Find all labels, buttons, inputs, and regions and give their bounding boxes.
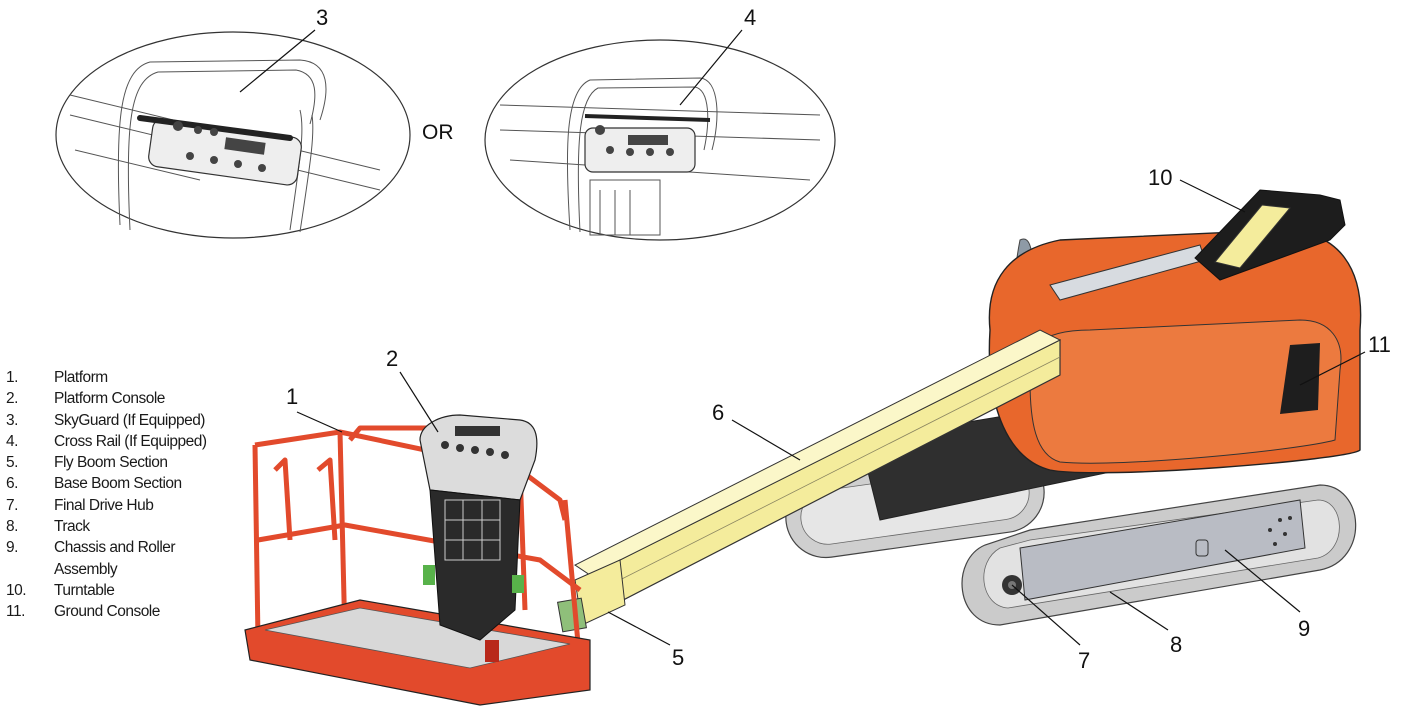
legend-item: 8. Track [6,516,224,537]
legend-item: 5. Fly Boom Section [6,452,224,473]
legend-number: 9. [6,539,18,557]
legend-number: 11. [6,603,25,621]
legend-item: 4. Cross Rail (If Equipped) [6,431,224,452]
legend-item: 7. Final Drive Hub [6,495,224,516]
callout-7: 7 [1078,648,1090,673]
legend-number: 7. [6,496,18,514]
callout-numbers: 1 2 3 4 5 6 7 8 9 10 11 [286,5,1391,673]
front-track [961,484,1357,626]
callout-10: 10 [1148,165,1172,190]
callout-1: 1 [286,384,298,409]
legend-text: Final Drive Hub [54,496,154,514]
legend-number: 5. [6,454,18,472]
legend-text: Base Boom Section [54,475,182,493]
legend-number: 6. [6,475,18,493]
legend-number: 1. [6,369,18,386]
fly-boom [556,559,626,633]
or-label: OR [422,121,454,144]
legend-item: 3. SkyGuard (If Equipped) [6,410,224,431]
legend-item: 10. Turntable [6,580,224,601]
legend-item: 1. Platform [6,367,224,388]
parts-legend: 1. Platform 2. Platform Console 3. SkyGuard… [6,367,224,623]
legend-text: Platform Console [54,390,165,408]
callout-6: 6 [712,400,724,425]
legend-text: Cross Rail (If Equipped) [54,432,207,450]
legend-number: 4. [6,432,18,450]
legend-text: Fly Boom Section [54,454,168,472]
callout-11: 11 [1368,332,1391,357]
leader-lines [239,29,1366,646]
cross-rail-detail-inset [484,39,836,241]
legend-item: 6. Base Boom Section [6,473,224,494]
callout-3: 3 [316,5,328,30]
legend-text: SkyGuard (If Equipped) [54,411,205,429]
legend-text: Track [54,518,90,536]
legend-text: Turntable [54,581,115,599]
callout-5: 5 [672,645,684,670]
skyguard-detail-inset [55,31,411,239]
legend-text: Chassis and Roller Assembly [54,539,176,578]
legend-item: 9. Chassis and Roller Assembly [6,537,224,580]
turntable [988,189,1362,474]
legend-item: 2. Platform Console [6,388,224,409]
platform-console [419,414,538,641]
callout-2: 2 [386,346,398,371]
legend-item: 11. Ground Console [6,601,224,622]
legend-text: Platform [54,369,108,386]
legend-text: Ground Console [54,603,160,621]
callout-8: 8 [1170,632,1182,657]
legend-number: 8. [6,518,18,536]
legend-number: 10. [6,581,27,599]
legend-number: 2. [6,390,18,408]
callout-9: 9 [1298,616,1310,641]
callout-4: 4 [744,5,756,30]
legend-number: 3. [6,411,18,429]
